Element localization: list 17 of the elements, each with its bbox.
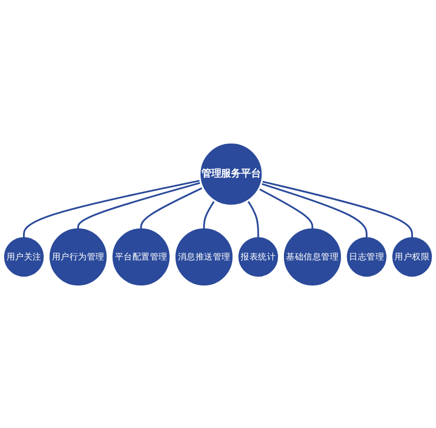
node-circle: 管理服务平台 <box>198 142 264 207</box>
node-circle: 用户行为管理 <box>50 228 107 286</box>
connector <box>77 182 202 230</box>
node-circle: 日志管理 <box>346 237 386 277</box>
connector <box>260 183 368 238</box>
node-circle: 基础信息管理 <box>284 228 341 286</box>
connector <box>258 188 314 230</box>
node-circle: 平台配置管理 <box>112 228 170 286</box>
node-circle: 消息推送管理 <box>175 228 233 286</box>
connector <box>140 187 204 230</box>
node-circle: 报表统计 <box>238 237 278 277</box>
node-circle: 用户关注 <box>4 237 44 277</box>
node-circle: 用户权限 <box>392 237 432 277</box>
connector <box>203 200 216 230</box>
connector <box>23 180 200 238</box>
connector <box>247 200 260 238</box>
connector <box>262 180 413 238</box>
